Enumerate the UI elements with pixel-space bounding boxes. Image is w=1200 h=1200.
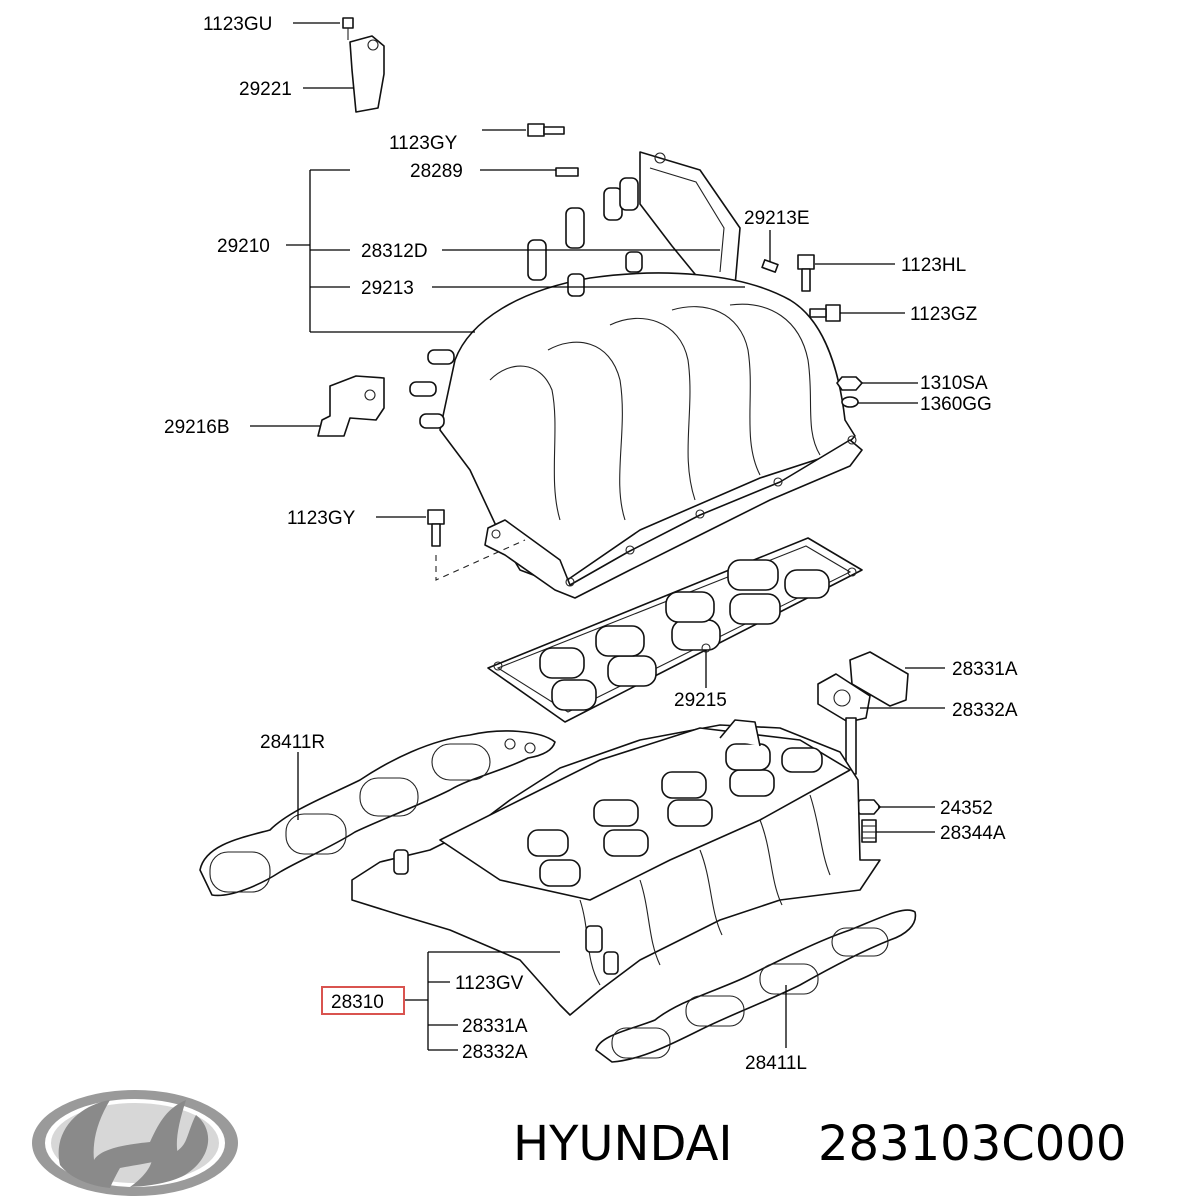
label-29213e: 29213E — [744, 208, 810, 229]
bolt-1123gz — [809, 304, 841, 322]
label-1123gu: 1123GU — [203, 14, 272, 35]
label-28312d: 28312D — [361, 241, 428, 262]
pin-29213e — [761, 259, 779, 273]
label-28411r: 28411R — [260, 732, 325, 753]
nut-1310sa — [836, 376, 863, 391]
bolt-1123gy-mid — [427, 509, 526, 581]
label-24352: 24352 — [940, 798, 993, 819]
label-28331a-bot: 28331A — [462, 1016, 528, 1037]
label-1123hl: 1123HL — [901, 255, 966, 276]
label-28411l: 28411L — [745, 1053, 807, 1074]
label-1123gy-mid: 1123GY — [287, 508, 356, 529]
label-29216b: 29216B — [164, 417, 230, 438]
highlight-box-28310 — [321, 986, 405, 1015]
spring-28344a — [861, 819, 877, 843]
bolt-1123gy-top — [527, 123, 565, 137]
bracket-29216b — [317, 375, 385, 437]
label-28289: 28289 — [410, 161, 463, 182]
bolt-1123hl — [797, 254, 815, 292]
gasket-28332a-top — [817, 673, 871, 723]
gasket-28411l — [595, 909, 917, 1063]
label-29213: 29213 — [361, 278, 414, 299]
part-number: 283103C000 — [818, 1116, 1126, 1172]
gasket-29215 — [487, 537, 863, 723]
label-28332a-top: 28332A — [952, 700, 1018, 721]
bracket-29221 — [342, 17, 385, 113]
label-1123gv: 1123GV — [455, 973, 524, 994]
upper-intake-manifold — [409, 151, 863, 599]
label-28310: 28310 — [331, 992, 384, 1013]
label-1123gy-top: 1123GY — [389, 133, 458, 154]
pin-28289 — [555, 167, 579, 177]
label-1310sa: 1310SA — [920, 373, 988, 394]
label-29215: 29215 — [674, 690, 727, 711]
washer-1360gg — [841, 396, 859, 408]
brand-name: HYUNDAI — [513, 1116, 733, 1172]
hyundai-logo-icon — [32, 1090, 238, 1196]
label-29221: 29221 — [239, 79, 292, 100]
leader-lines — [250, 22, 945, 1051]
label-28331a-top: 28331A — [952, 659, 1018, 680]
part-labels: 1123GU 29221 1123GY 28289 29210 28312D 2… — [164, 14, 1018, 1074]
gasket-28411r — [199, 730, 556, 897]
label-28344a: 28344A — [940, 823, 1006, 844]
label-1123gz: 1123GZ — [910, 304, 978, 325]
label-28332a-bot: 28332A — [462, 1042, 528, 1063]
label-29210: 29210 — [217, 236, 270, 257]
label-1360gg: 1360GG — [920, 394, 992, 415]
lower-intake-manifold — [351, 719, 881, 1016]
